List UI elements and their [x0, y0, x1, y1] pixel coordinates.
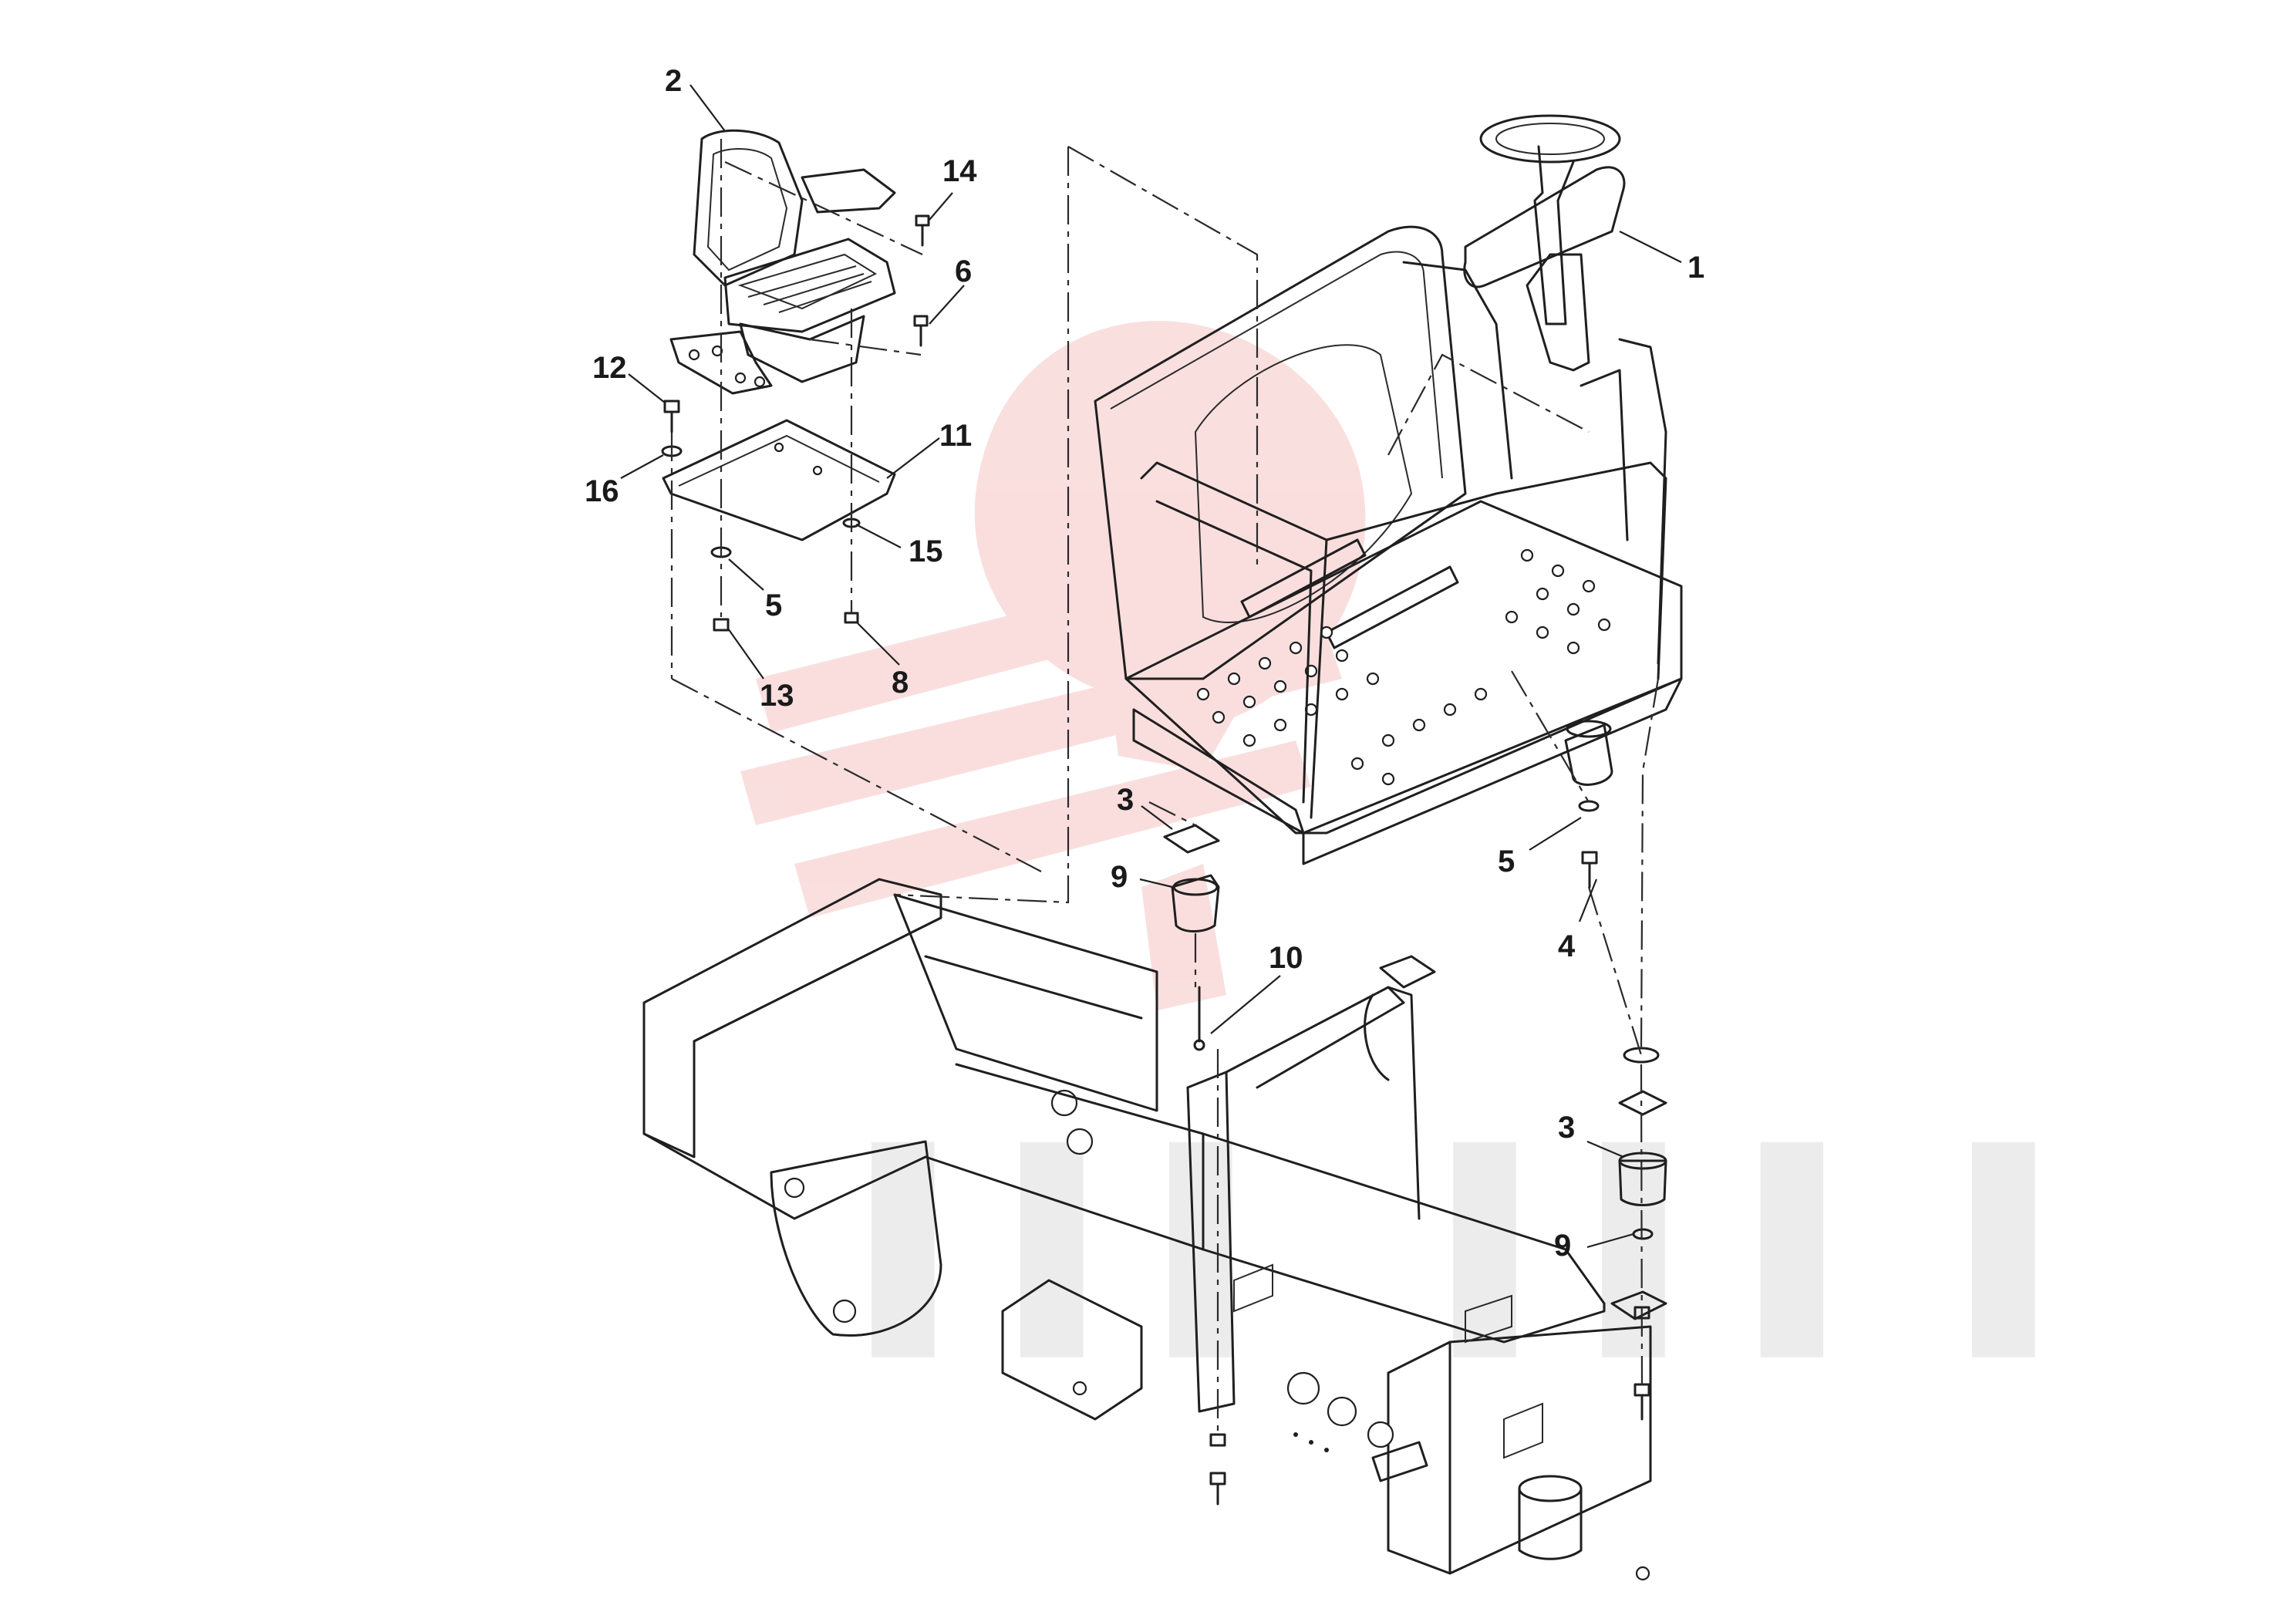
callout-3-right: 3 — [1558, 1111, 1575, 1145]
watermark-logo: ▌▌▌ ▐▐ ▌▐ — [740, 320, 2058, 1357]
callout-16: 16 — [585, 474, 619, 508]
callout-15: 15 — [909, 534, 943, 568]
callout-11: 11 — [939, 419, 972, 453]
callout-9-left: 9 — [1111, 860, 1128, 894]
floor-perforations — [1196, 548, 1611, 786]
main-frame — [642, 878, 1667, 1581]
callout-leaders — [620, 84, 1682, 1249]
callout-labels: 1 2 3 3 4 5 5 6 8 9 9 10 11 12 13 14 15 … — [585, 64, 1704, 1263]
callout-13: 13 — [760, 679, 794, 713]
steering-column — [1463, 114, 1626, 372]
callout-5-seat: 5 — [765, 588, 782, 622]
callout-12: 12 — [592, 351, 627, 385]
operator-platform — [1094, 225, 1683, 865]
callout-14: 14 — [942, 154, 977, 188]
callout-6: 6 — [955, 255, 972, 288]
callout-8: 8 — [892, 666, 909, 700]
seat-assembly-lines — [670, 139, 923, 679]
assembly-reference-lines — [671, 146, 1660, 1435]
callout-5-platform: 5 — [1498, 845, 1515, 878]
seat-hardware — [661, 214, 930, 632]
svg-text:▌▌▌ ▐▐ ▌▐: ▌▌▌ ▐▐ ▌▐ — [872, 1141, 2058, 1357]
callout-2: 2 — [665, 64, 682, 98]
operator-seat — [669, 129, 896, 395]
callout-9-right: 9 — [1554, 1229, 1571, 1263]
platform-mount — [1564, 720, 1613, 786]
callout-3-left: 3 — [1117, 783, 1134, 817]
callout-4: 4 — [1558, 929, 1576, 963]
callout-1: 1 — [1687, 251, 1704, 285]
callout-10: 10 — [1269, 941, 1303, 975]
